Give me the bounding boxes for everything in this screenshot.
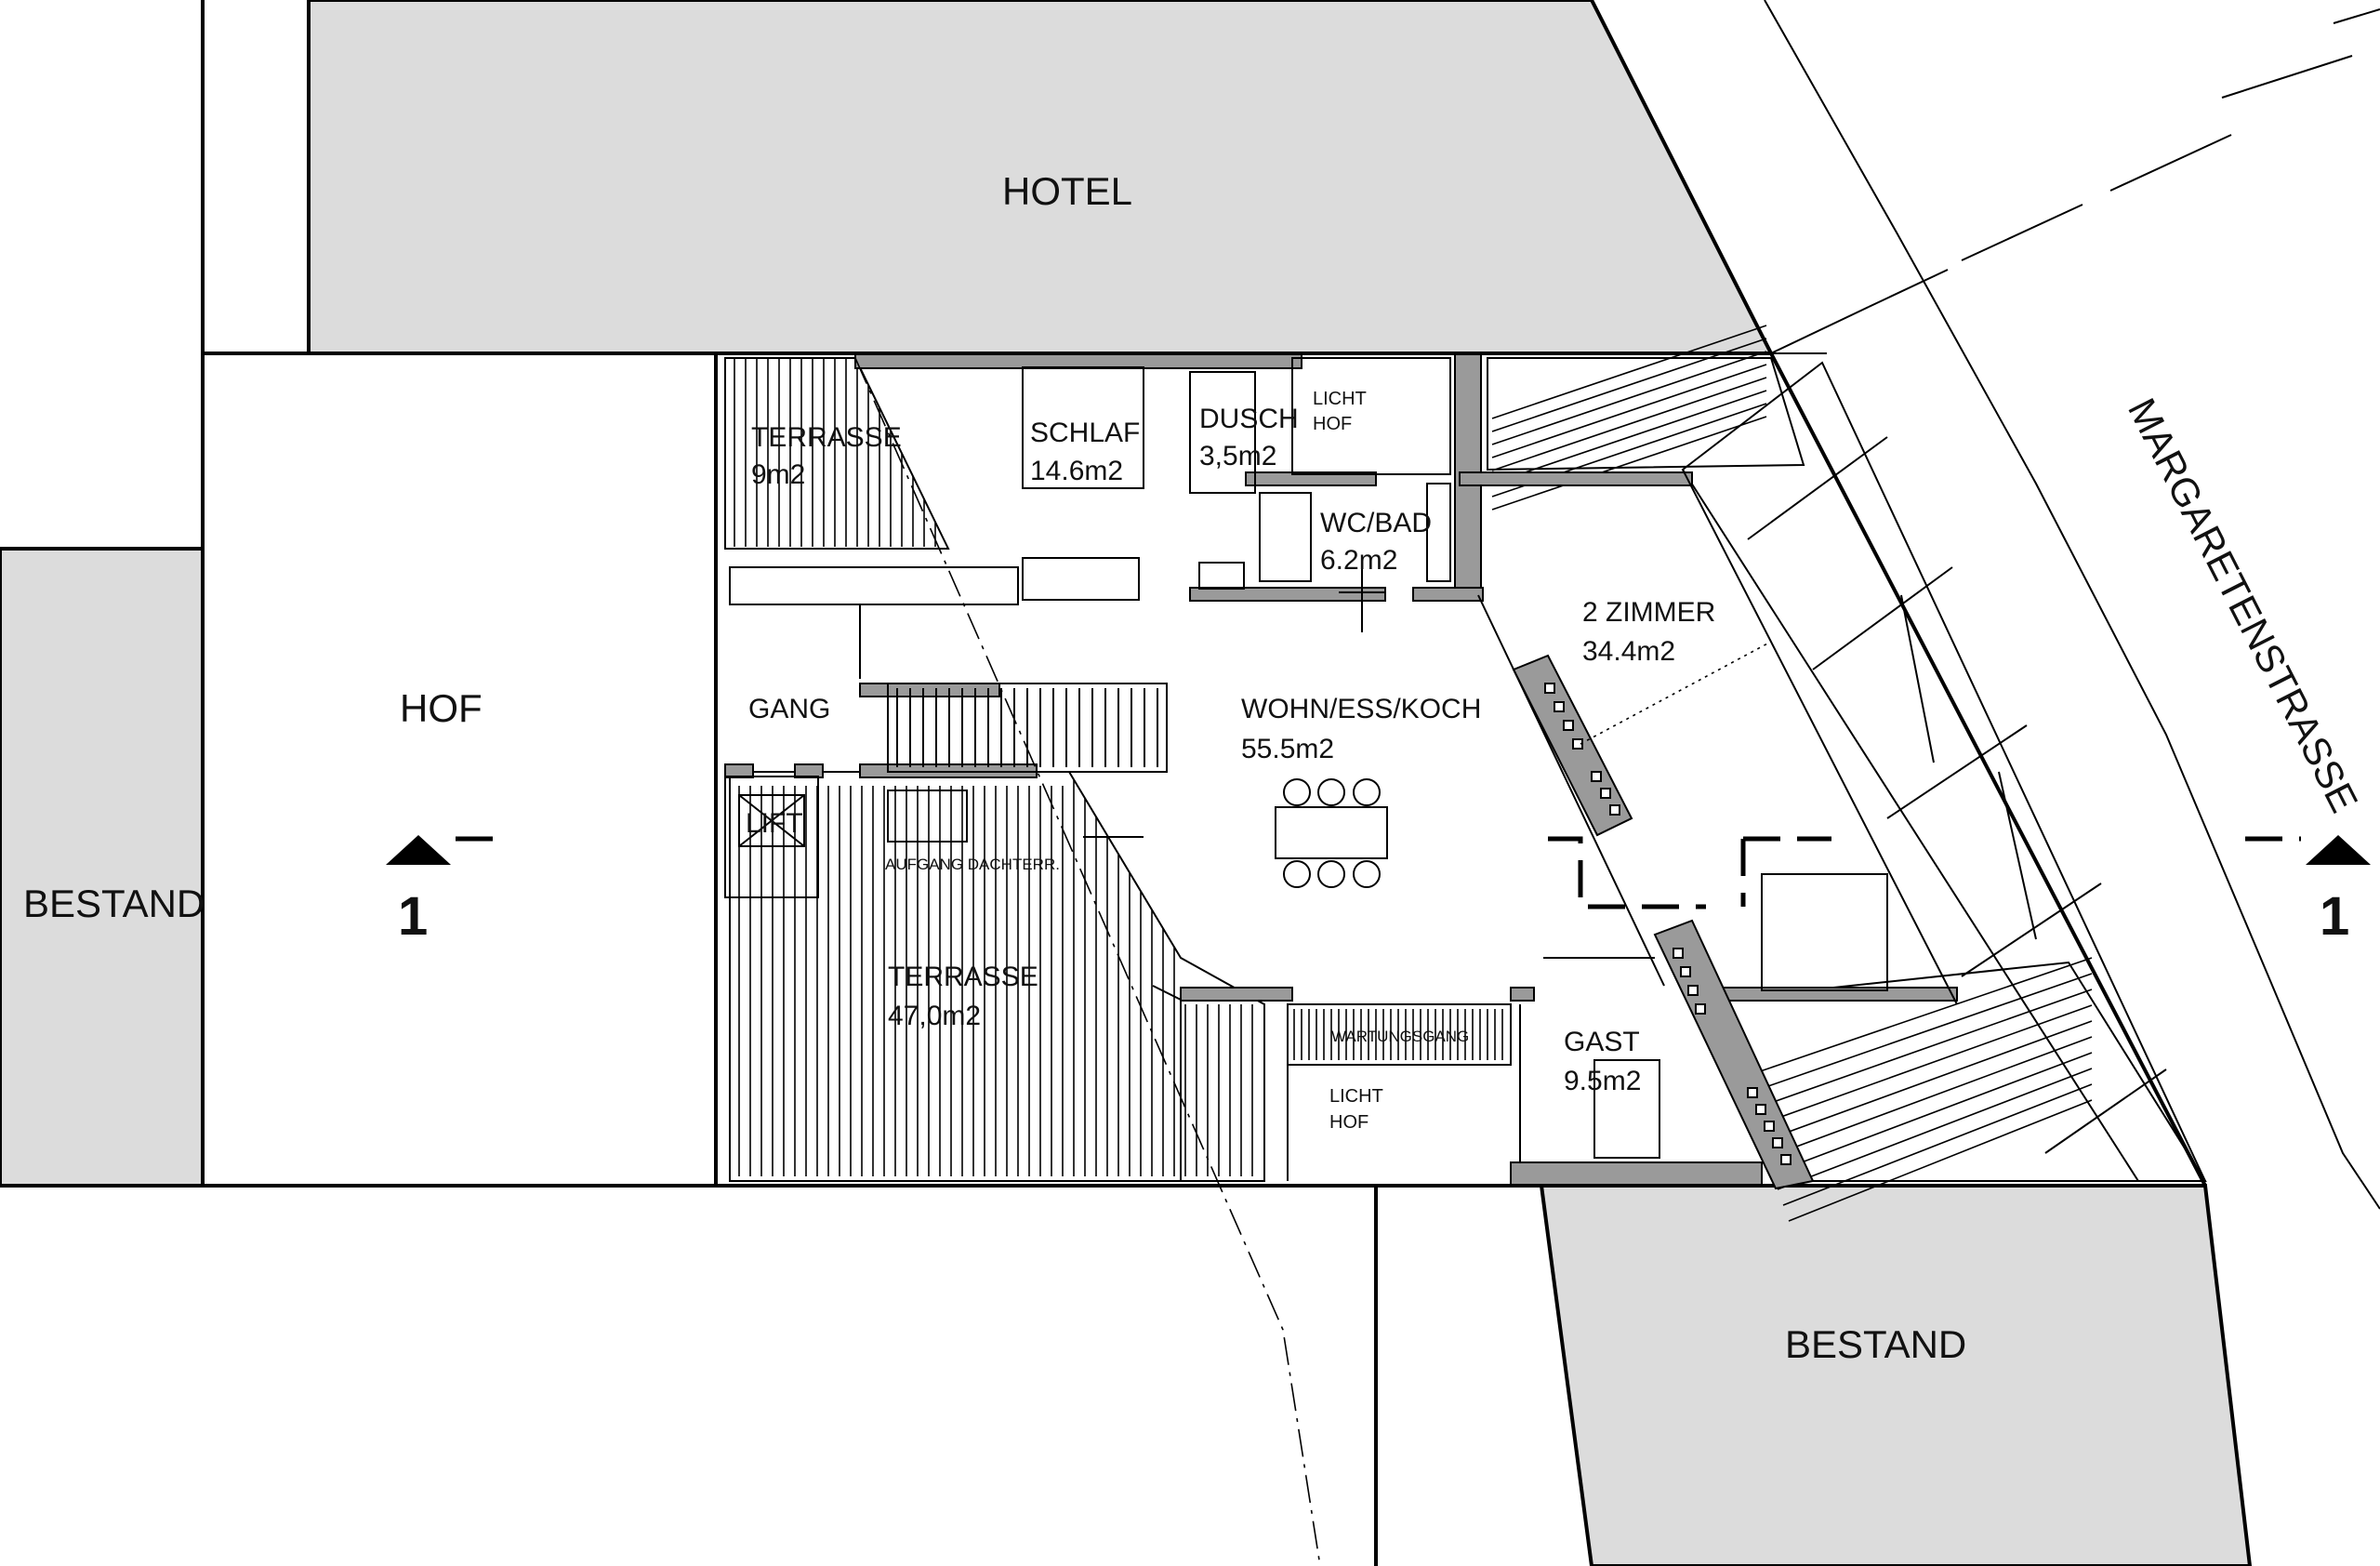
window-opening bbox=[1772, 1137, 1783, 1148]
label-lift: LIFT bbox=[746, 808, 803, 839]
dining-chair bbox=[1283, 778, 1311, 806]
area-dusch: 3,5m2 bbox=[1199, 441, 1276, 471]
window-opening bbox=[1780, 1154, 1792, 1165]
hatch-line bbox=[1743, 973, 2093, 1095]
hatch-line bbox=[1771, 1052, 2093, 1174]
hatch-line bbox=[1749, 989, 2093, 1111]
window-opening bbox=[1673, 948, 1684, 959]
window-opening bbox=[1572, 738, 1583, 750]
bestand-bottom-building bbox=[1539, 1184, 2253, 1566]
street-lines bbox=[1764, 0, 2380, 1210]
window-opening bbox=[1764, 1121, 1775, 1132]
dining-chair bbox=[1317, 860, 1345, 888]
label-hotel: HOTEL bbox=[1002, 169, 1132, 213]
hatch-line bbox=[1491, 338, 1767, 432]
label-hof: HOF bbox=[400, 686, 483, 730]
section-number-left: 1 bbox=[398, 886, 428, 947]
hatch-line bbox=[1765, 1036, 2093, 1159]
window-opening bbox=[1687, 985, 1699, 996]
label-wohn: WOHN/ESS/KOCH bbox=[1241, 694, 1481, 724]
balcony-hatch bbox=[1487, 325, 2207, 1222]
window-opening bbox=[1755, 1104, 1766, 1115]
area-zimmer: 34.4m2 bbox=[1582, 636, 1675, 667]
window-opening bbox=[1591, 771, 1602, 782]
label-lichthof-top-2: HOF bbox=[1313, 414, 1352, 434]
label-dusch: DUSCH bbox=[1199, 404, 1299, 434]
dining-chair bbox=[1283, 860, 1311, 888]
hatch-line bbox=[1754, 1004, 2093, 1127]
window-opening bbox=[1563, 720, 1574, 731]
hatch-line bbox=[1491, 390, 1767, 484]
section-marker-right-arrow bbox=[2306, 835, 2371, 865]
hatch-line bbox=[1491, 351, 1767, 445]
label-street: MARGARETENSTRASSE bbox=[2120, 392, 2366, 819]
hatch-line bbox=[1491, 377, 1767, 471]
label-lichthof-bottom-1: LICHT bbox=[1329, 1086, 1383, 1107]
label-lichthof-bottom-2: HOF bbox=[1329, 1112, 1368, 1133]
dining-chair bbox=[1353, 778, 1381, 806]
hatch-line bbox=[1788, 1099, 2093, 1222]
interior-lines bbox=[724, 357, 1958, 1181]
area-wohn: 55.5m2 bbox=[1241, 734, 1334, 764]
section-number-right: 1 bbox=[2320, 886, 2349, 947]
area-gast: 9.5m2 bbox=[1564, 1066, 1641, 1096]
facade-strip bbox=[1681, 361, 2207, 1182]
window-opening bbox=[1609, 804, 1620, 816]
hatch-line bbox=[1760, 1020, 2093, 1143]
label-lichthof-top-1: LICHT bbox=[1313, 389, 1367, 409]
terrace-small-hatch bbox=[724, 357, 950, 550]
label-wcbad: WC/BAD bbox=[1320, 508, 1432, 538]
window-opening bbox=[1747, 1087, 1758, 1098]
hatch-line bbox=[1777, 1068, 2093, 1190]
section-marker-left-arrow bbox=[386, 835, 451, 865]
label-schlaf: SCHLAF bbox=[1030, 418, 1140, 448]
label-gast: GAST bbox=[1564, 1027, 1640, 1057]
site-lines bbox=[0, 0, 2207, 1566]
label-bestand-left: BESTAND bbox=[23, 882, 205, 925]
window-opening bbox=[1695, 1003, 1706, 1015]
axis-line bbox=[854, 357, 1321, 1566]
area-terrasse-small: 9m2 bbox=[751, 459, 805, 490]
label-aufgang: AUFGANG DACHTERR. bbox=[885, 856, 1060, 873]
label-wartungsgang: WARTUNGSGANG bbox=[1331, 1028, 1469, 1045]
label-terrasse-big: TERRASSE bbox=[888, 962, 1038, 992]
terrace-large-hatch bbox=[729, 771, 1265, 1182]
bestand-left-building bbox=[0, 547, 205, 1188]
dining-chair bbox=[1353, 860, 1381, 888]
window-opening bbox=[1680, 966, 1691, 977]
hatch-line bbox=[1782, 1083, 2093, 1206]
label-terrasse-small: TERRASSE bbox=[751, 422, 902, 453]
hatch-line bbox=[1738, 957, 2093, 1080]
label-gang: GANG bbox=[748, 694, 830, 724]
hatch-line bbox=[1491, 325, 1767, 419]
window-opening bbox=[1544, 683, 1555, 694]
area-terrasse-big: 47,0m2 bbox=[888, 1001, 981, 1031]
hatch-line bbox=[1491, 364, 1767, 458]
area-schlaf: 14.6m2 bbox=[1030, 456, 1123, 486]
label-bestand-bottom: BESTAND bbox=[1785, 1322, 1966, 1366]
area-wcbad: 6.2m2 bbox=[1320, 545, 1397, 576]
window-opening bbox=[1554, 701, 1565, 712]
hatch-line bbox=[1491, 416, 1767, 511]
label-zimmer: 2 ZIMMER bbox=[1582, 597, 1715, 628]
dining-chair bbox=[1317, 778, 1345, 806]
window-opening bbox=[1600, 788, 1611, 799]
section-line-1 bbox=[386, 835, 2371, 909]
